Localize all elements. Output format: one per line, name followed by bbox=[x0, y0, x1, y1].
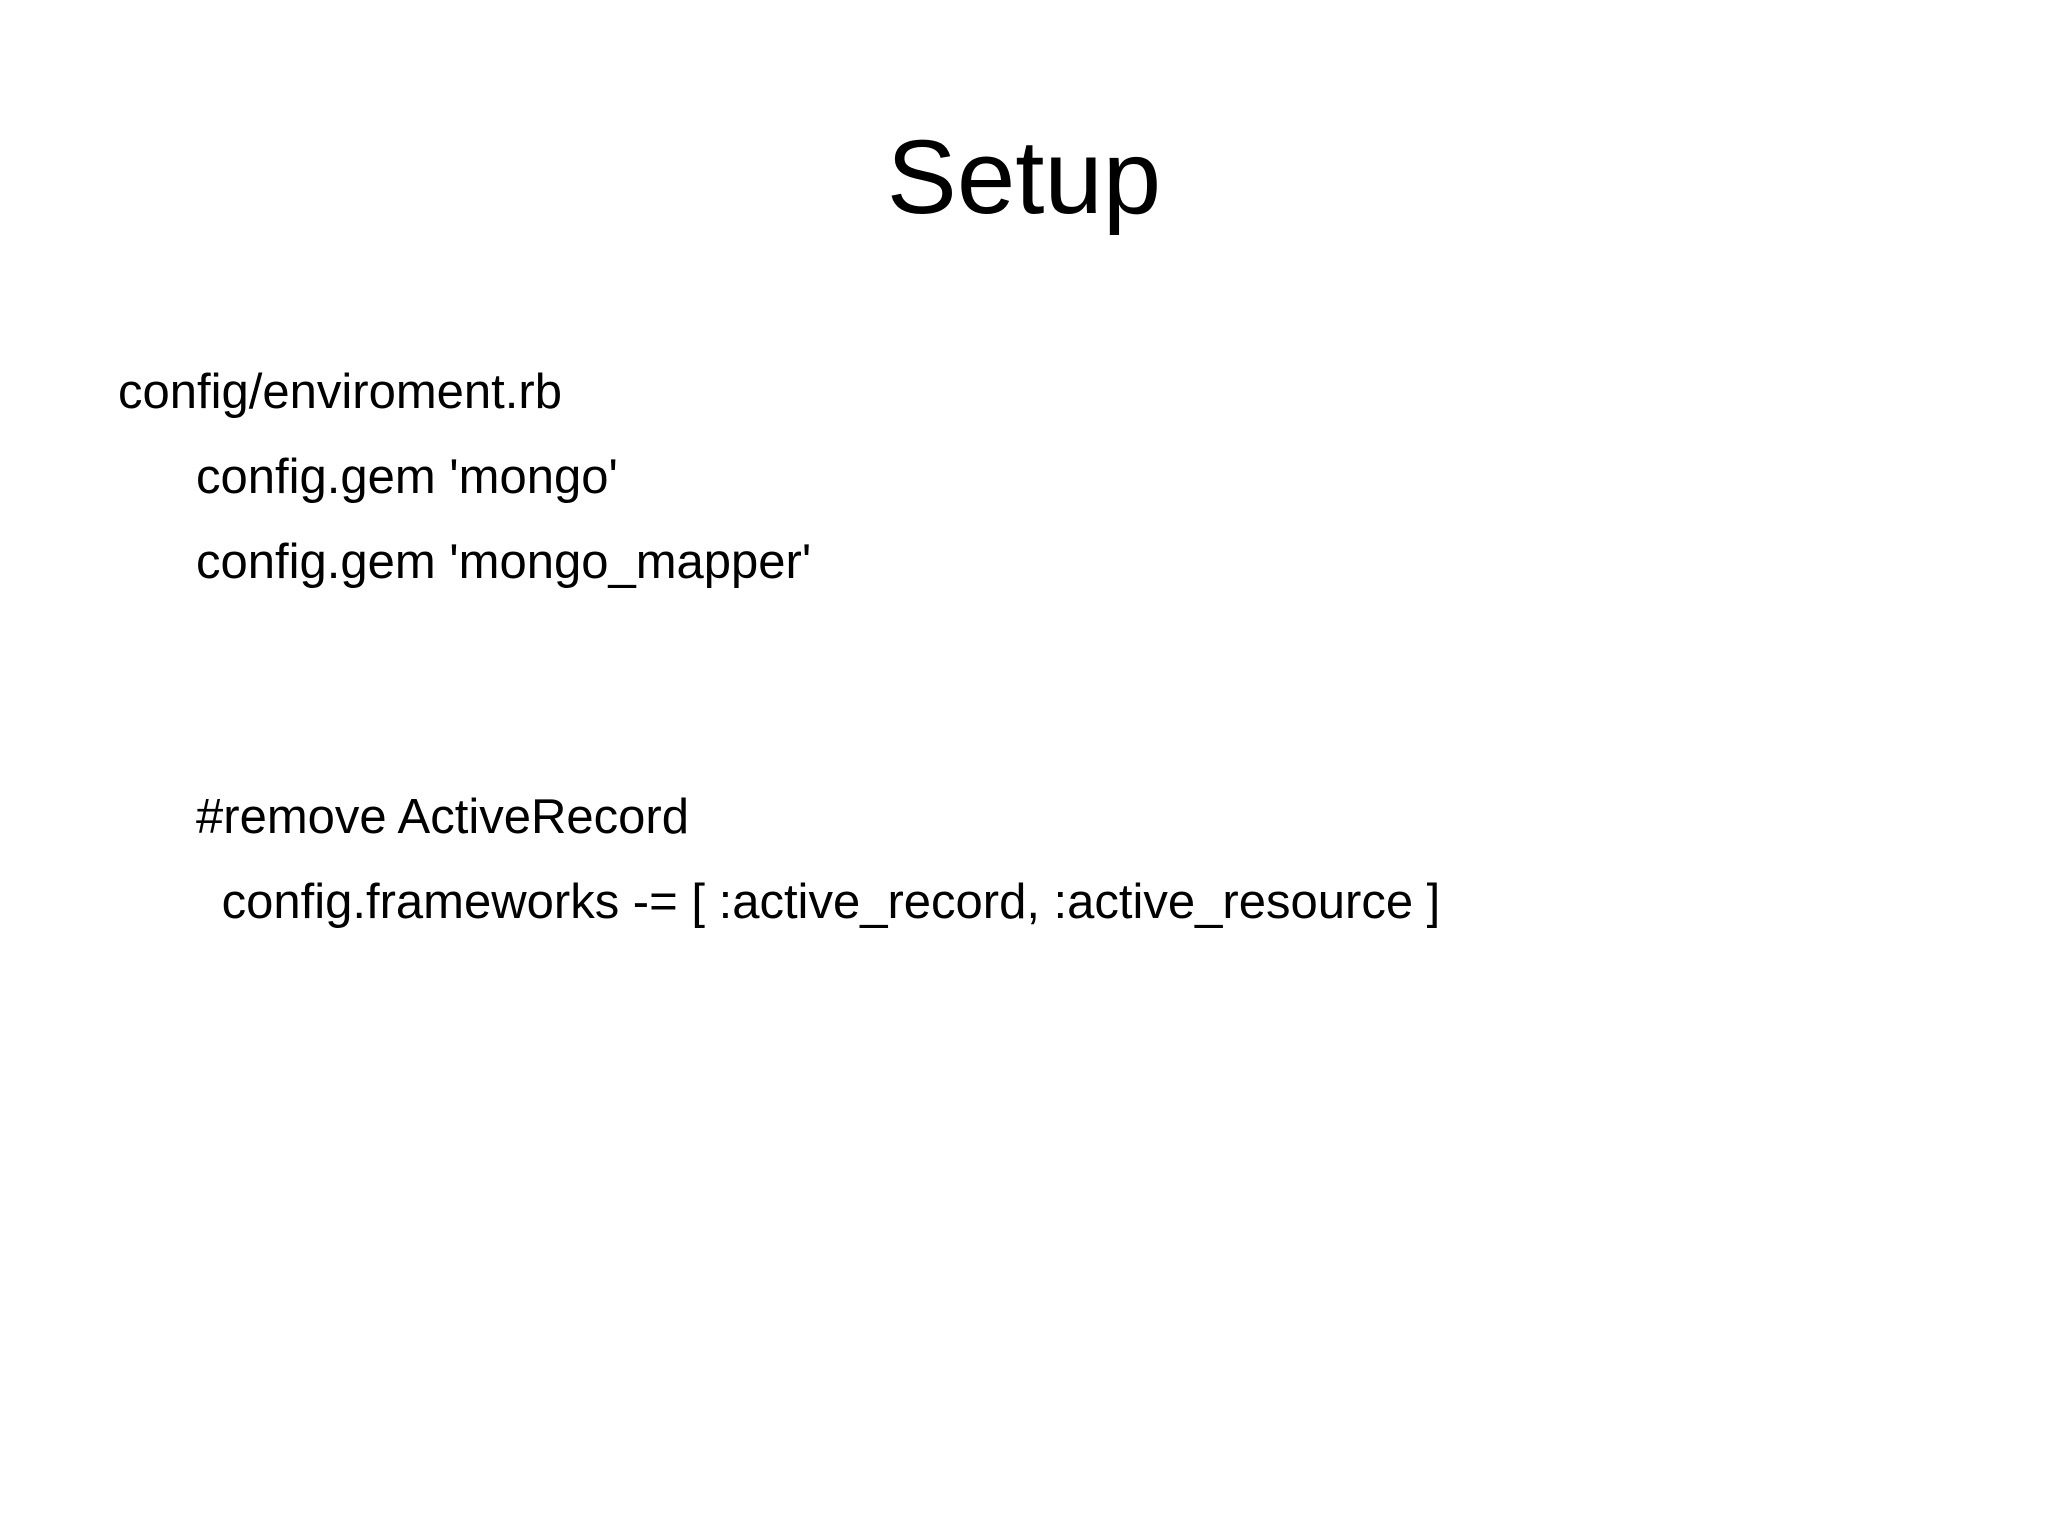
body-line-text: config.gem 'mongo' bbox=[196, 450, 618, 504]
body-line-text: config.frameworks -= [ :active_record, :… bbox=[208, 875, 1441, 929]
page-title: Setup bbox=[886, 119, 1162, 236]
body-line: config.gem 'mongo_mapper' bbox=[118, 538, 1918, 623]
body-line-blank bbox=[118, 623, 1918, 708]
body-line: config/enviroment.rb bbox=[118, 368, 1918, 453]
body-line: #remove ActiveRecord bbox=[118, 793, 1918, 878]
body-line: config.frameworks -= [ :active_record, :… bbox=[118, 878, 1918, 963]
body-line-text: config.gem 'mongo_mapper' bbox=[196, 535, 812, 589]
slide-body-content: config/enviroment.rb config.gem 'mongo' … bbox=[118, 368, 1918, 963]
body-line: config.gem 'mongo' bbox=[118, 453, 1918, 538]
body-line-blank bbox=[118, 708, 1918, 793]
body-line-text: config/enviroment.rb bbox=[118, 365, 562, 419]
body-line-text: #remove ActiveRecord bbox=[196, 790, 689, 844]
